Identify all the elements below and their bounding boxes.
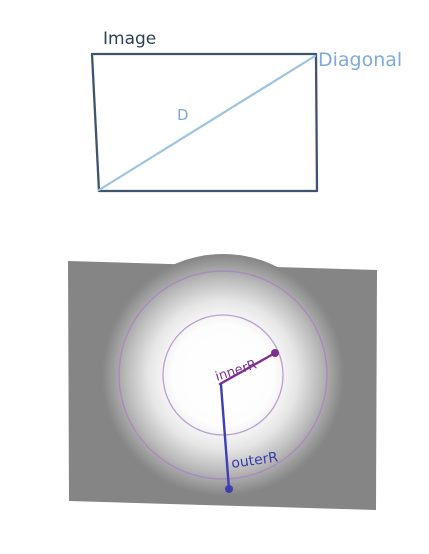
image-rectangle-group: Image D Diagonal (90, 29, 402, 193)
outer-vignette-glow (102, 254, 344, 496)
image-rectangle (90, 52, 319, 193)
inner-radius-circle (162, 314, 284, 436)
outer-radius-label: outerR (230, 450, 279, 472)
diagonal-label: Diagonal (318, 49, 402, 71)
diagonal-line (97, 54, 317, 192)
image-label: Image (103, 29, 156, 49)
vignette-image-group: innerR outerR (68, 254, 377, 510)
inner-radius-endpoint (271, 349, 279, 357)
diagonal-symbol: D (177, 106, 189, 124)
outer-radius-endpoint (225, 485, 233, 493)
inner-radius-line (218, 351, 277, 386)
outer-radius-circle (118, 270, 328, 480)
outer-radius-line (219, 383, 231, 491)
